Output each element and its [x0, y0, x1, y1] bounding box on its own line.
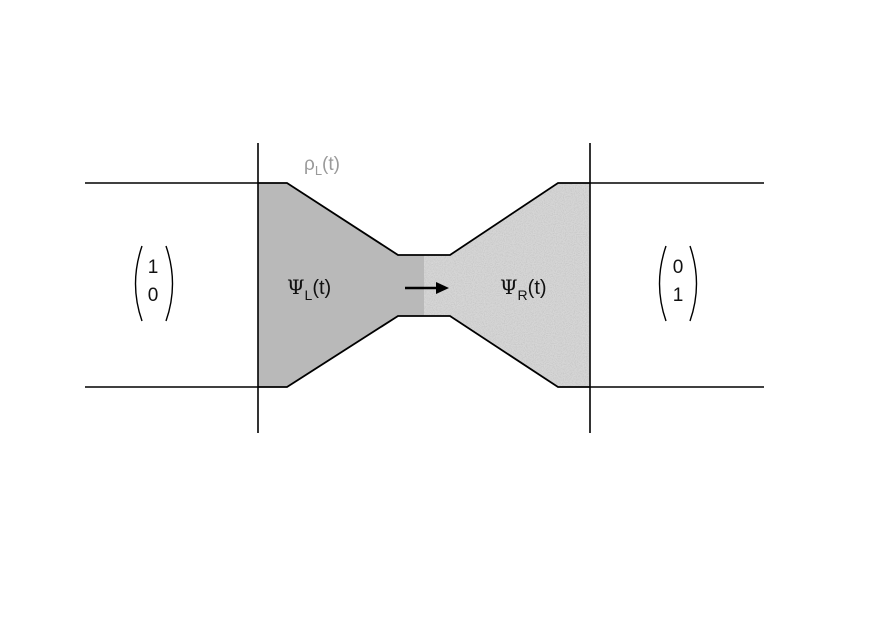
psi-right-sub: R	[518, 287, 528, 303]
right-vector-bottom: 1	[673, 285, 684, 306]
right-state-vector: 0 1	[658, 245, 698, 322]
left-vector-top: 1	[148, 257, 159, 278]
left-vector-bottom: 0	[148, 285, 159, 306]
constriction-top-outline	[258, 182, 590, 256]
density-label-base: ρ	[304, 154, 315, 175]
psi-right-label: ΨR(t)	[500, 275, 547, 303]
right-vector-top: 0	[673, 257, 684, 278]
right-vector-open-paren	[658, 245, 667, 322]
left-vector-close-paren	[165, 245, 174, 322]
psi-right-arg: (t)	[528, 277, 547, 299]
left-region-fill	[258, 183, 424, 387]
psi-left-arg: (t)	[312, 277, 331, 299]
psi-left-label: ΨL(t)	[287, 275, 331, 303]
psi-left-base: Ψ	[287, 275, 305, 299]
psi-left-sub: L	[305, 287, 313, 303]
density-label: ρL(t)	[304, 154, 340, 178]
density-label-arg: (t)	[322, 154, 340, 175]
constriction-bottom-outline	[258, 315, 590, 388]
right-vector-close-paren	[689, 245, 698, 322]
psi-right-base: Ψ	[500, 275, 518, 299]
transport-arrow-icon	[405, 282, 449, 294]
density-label-sub: L	[315, 163, 322, 178]
left-vector-open-paren	[134, 245, 143, 322]
left-state-vector: 1 0	[134, 245, 174, 322]
